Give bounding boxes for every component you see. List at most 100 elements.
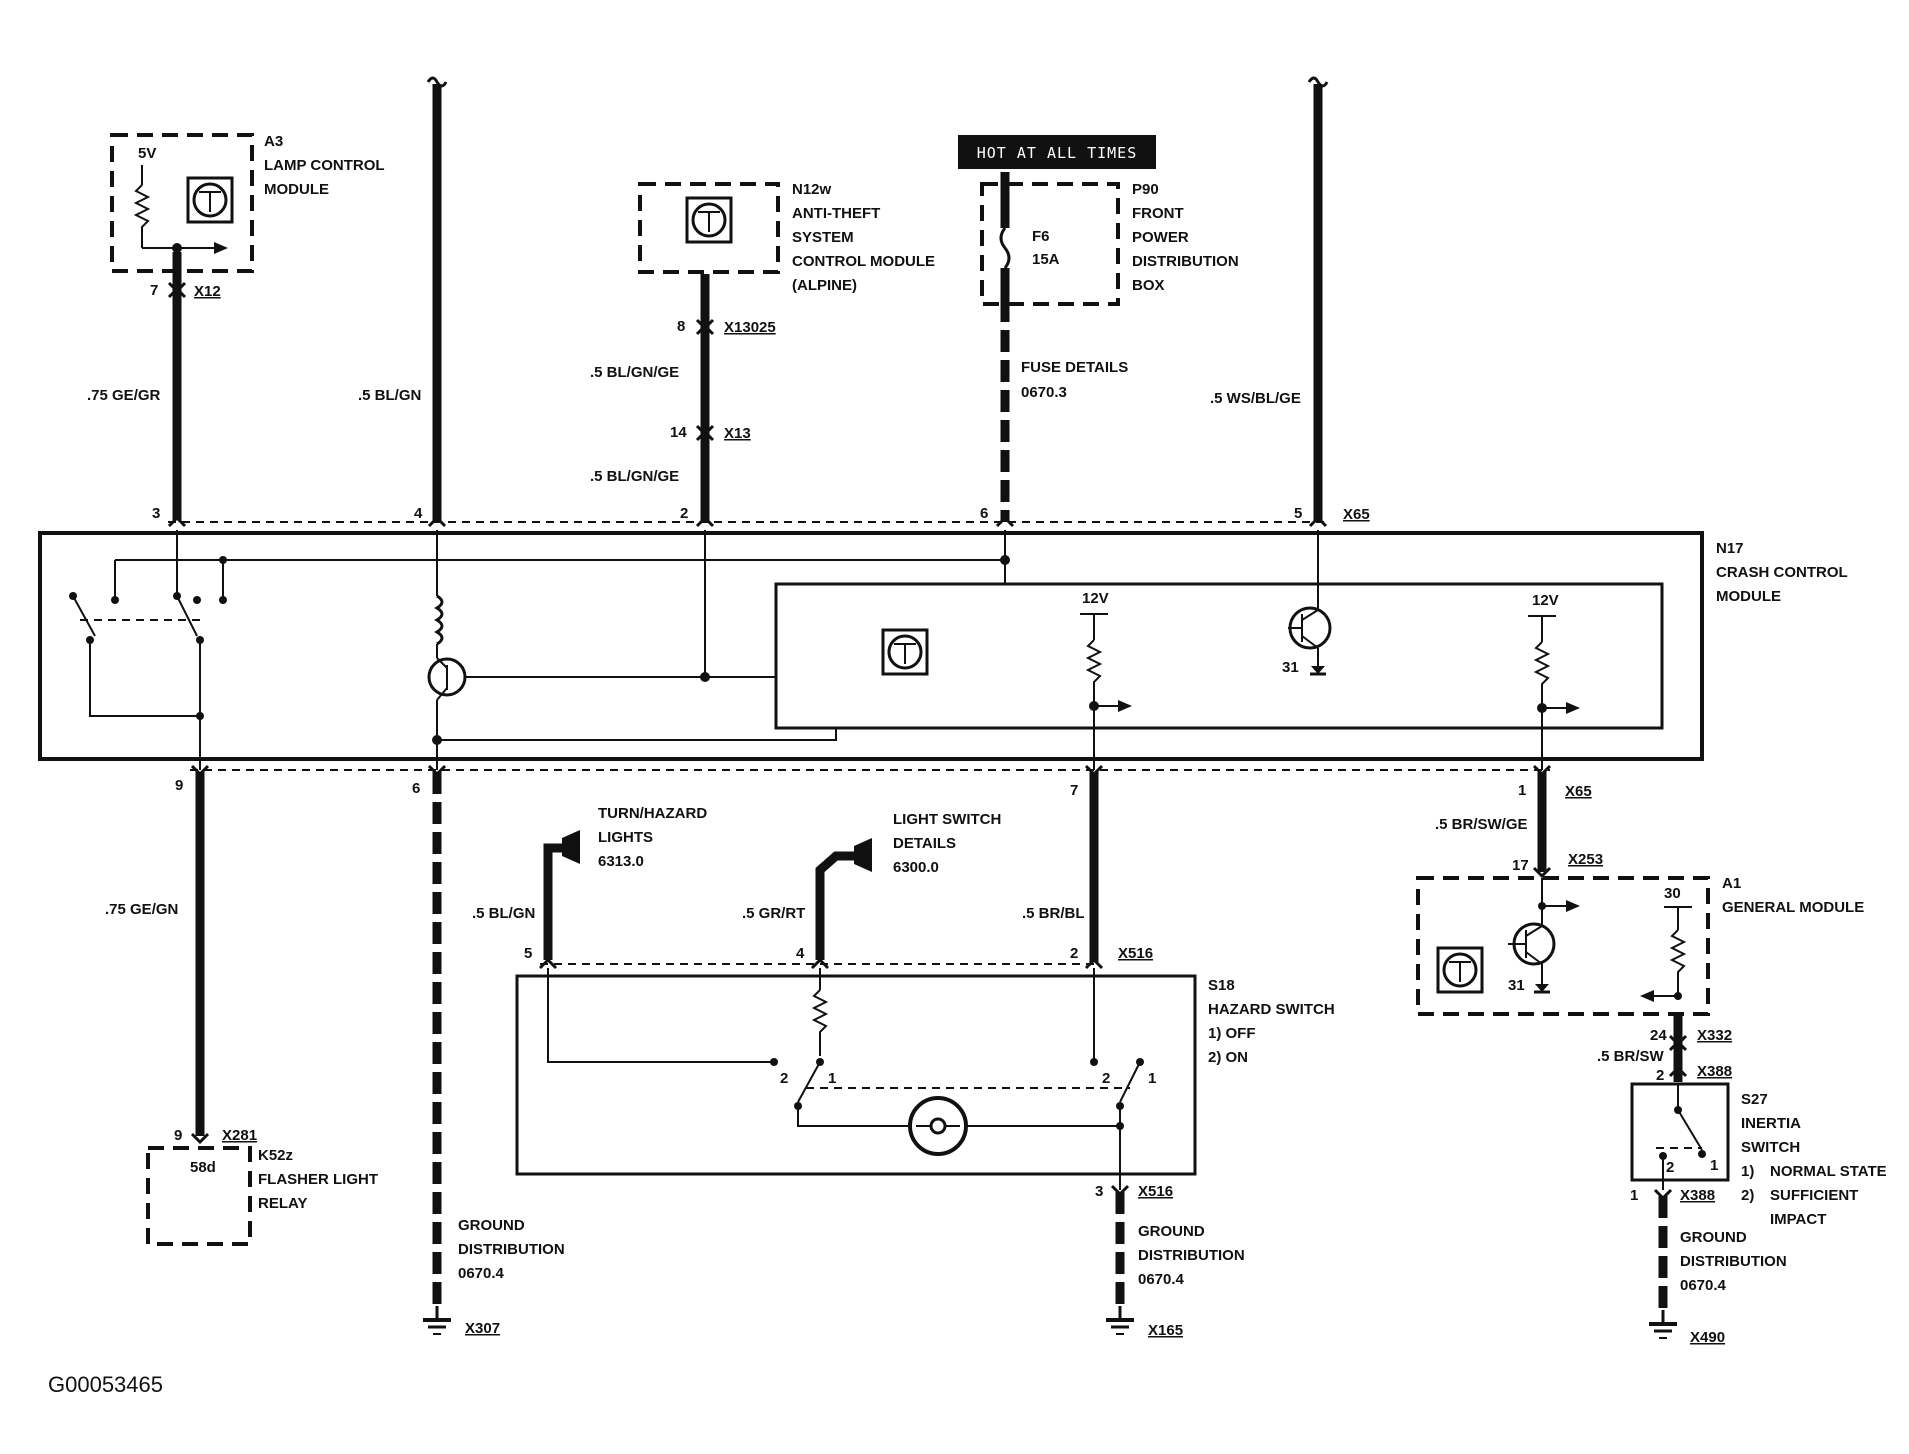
- svg-text:5: 5: [1294, 505, 1302, 522]
- wire-bl-gn-bottom: [543, 843, 566, 960]
- svg-text:2: 2: [1102, 1070, 1110, 1087]
- svg-text:DISTRIBUTION: DISTRIBUTION: [1138, 1247, 1245, 1264]
- turn-hazard-lights-arrow-icon: [562, 830, 580, 864]
- svg-text:FUSE DETAILS: FUSE DETAILS: [1021, 359, 1128, 376]
- svg-text:MODULE: MODULE: [1716, 588, 1781, 605]
- svg-text:CRASH CONTROL: CRASH CONTROL: [1716, 564, 1848, 581]
- svg-text:X332: X332: [1697, 1027, 1732, 1044]
- svg-text:1: 1: [1148, 1070, 1156, 1087]
- svg-text:X307: X307: [465, 1320, 500, 1337]
- svg-text:IMPACT: IMPACT: [1770, 1211, 1826, 1228]
- svg-text:4: 4: [796, 945, 805, 962]
- n17-crash-control-module: 12V 31 12V N17 CRASH CONTROL MODULE: [38, 530, 1848, 770]
- svg-text:.75 GE/GR: .75 GE/GR: [87, 387, 161, 404]
- hot-at-all-times-banner: HOT AT ALL TIMES: [958, 135, 1156, 169]
- k52z-flasher-light-relay: 58d K52z FLASHER LIGHT RELAY: [146, 1146, 378, 1246]
- svg-text:12V: 12V: [1532, 592, 1559, 609]
- s18-hazard-switch: 2 1 2 1 S18 HAZARD SWITCH 1) OFF 2) ON: [515, 968, 1335, 1190]
- svg-text:1: 1: [828, 1070, 836, 1087]
- svg-text:2: 2: [1666, 1159, 1674, 1176]
- svg-text:X281: X281: [222, 1127, 257, 1144]
- svg-text:CONTROL MODULE: CONTROL MODULE: [792, 253, 935, 270]
- n12w-id: N12w: [792, 181, 832, 198]
- svg-text:FRONT: FRONT: [1132, 205, 1184, 222]
- svg-text:7: 7: [150, 282, 158, 299]
- svg-text:X253: X253: [1568, 851, 1603, 868]
- svg-text:NORMAL STATE: NORMAL STATE: [1770, 1163, 1887, 1180]
- svg-text:.5 BR/SW/GE: .5 BR/SW/GE: [1435, 816, 1528, 833]
- svg-text:31: 31: [1508, 977, 1525, 994]
- svg-text:HOT AT ALL TIMES: HOT AT ALL TIMES: [977, 144, 1138, 162]
- svg-text:0670.4: 0670.4: [458, 1265, 505, 1282]
- svg-text:X65: X65: [1565, 783, 1592, 800]
- s18-switch-left: [797, 1061, 821, 1103]
- ground-x165-icon: [1106, 1306, 1134, 1335]
- svg-text:X516: X516: [1118, 945, 1153, 962]
- s18-id: S18: [1208, 977, 1235, 994]
- svg-text:3: 3: [152, 505, 160, 522]
- svg-text:X13: X13: [724, 425, 751, 442]
- a1-id: A1: [1722, 875, 1741, 892]
- svg-text:.5 BL/GN/GE: .5 BL/GN/GE: [590, 364, 679, 381]
- svg-text:1: 1: [1518, 782, 1526, 799]
- n17-module-icon: [881, 628, 929, 676]
- svg-text:17: 17: [1512, 857, 1529, 874]
- svg-text:2: 2: [680, 505, 688, 522]
- svg-text:F6: F6: [1032, 228, 1050, 245]
- svg-text:1): 1): [1741, 1163, 1754, 1180]
- svg-text:LIGHT SWITCH: LIGHT SWITCH: [893, 811, 1001, 828]
- svg-text:.5 BL/GN: .5 BL/GN: [472, 905, 535, 922]
- svg-text:LIGHTS: LIGHTS: [598, 829, 653, 846]
- svg-text:X13025: X13025: [724, 319, 776, 336]
- svg-text:SYSTEM: SYSTEM: [792, 229, 854, 246]
- svg-text:1: 1: [1630, 1187, 1638, 1204]
- svg-text:9: 9: [175, 777, 183, 794]
- svg-text:2: 2: [780, 1070, 788, 1087]
- svg-text:DISTRIBUTION: DISTRIBUTION: [1680, 1253, 1787, 1270]
- a3-voltage: 5V: [138, 145, 156, 162]
- svg-text:31: 31: [1282, 659, 1299, 676]
- svg-text:5: 5: [524, 945, 532, 962]
- svg-text:.5 BR/SW: .5 BR/SW: [1597, 1048, 1665, 1065]
- p90-front-power-distribution-box: F6 15A P90 FRONT POWER DISTRIBUTION BOX: [980, 172, 1239, 306]
- svg-text:(ALPINE): (ALPINE): [792, 277, 857, 294]
- svg-text:ANTI-THEFT: ANTI-THEFT: [792, 205, 880, 222]
- svg-text:2: 2: [1656, 1067, 1664, 1084]
- a1-module-icon: [1436, 946, 1484, 994]
- svg-text:X12: X12: [194, 283, 221, 300]
- svg-text:.5 GR/RT: .5 GR/RT: [742, 905, 805, 922]
- svg-text:X165: X165: [1148, 1322, 1183, 1339]
- svg-text:X490: X490: [1690, 1329, 1725, 1346]
- svg-text:4: 4: [414, 505, 423, 522]
- svg-text:SUFFICIENT: SUFFICIENT: [1770, 1187, 1858, 1204]
- svg-text:X388: X388: [1697, 1063, 1732, 1080]
- svg-text:3: 3: [1095, 1183, 1103, 1200]
- svg-text:GENERAL MODULE: GENERAL MODULE: [1722, 899, 1864, 916]
- svg-text:2) ON: 2) ON: [1208, 1049, 1248, 1066]
- svg-text:POWER: POWER: [1132, 229, 1189, 246]
- s27-id: S27: [1741, 1091, 1768, 1108]
- svg-text:1) OFF: 1) OFF: [1208, 1025, 1256, 1042]
- wire-gr-rt: [815, 851, 858, 960]
- fuse-f6-icon: [999, 227, 1011, 269]
- svg-text:6: 6: [980, 505, 988, 522]
- s27-inertia-switch: 2 1 S27 INERTIA SWITCH 1) NORMAL STATE 2…: [1630, 1082, 1887, 1228]
- svg-text:INERTIA: INERTIA: [1741, 1115, 1801, 1132]
- a3-module-icon: [186, 176, 234, 224]
- n17-bottom-connector: [190, 764, 1552, 777]
- svg-text:SWITCH: SWITCH: [1741, 1139, 1800, 1156]
- svg-text:14: 14: [670, 424, 687, 441]
- n17-top-connector: [167, 515, 1330, 528]
- svg-text:DISTRIBUTION: DISTRIBUTION: [1132, 253, 1239, 270]
- svg-text:HAZARD SWITCH: HAZARD SWITCH: [1208, 1001, 1335, 1018]
- svg-text:BOX: BOX: [1132, 277, 1165, 294]
- n12w-anti-theft-module: N12w ANTI-THEFT SYSTEM CONTROL MODULE (A…: [638, 181, 935, 294]
- n17-switch-2: [176, 595, 198, 637]
- svg-text:X516: X516: [1138, 1183, 1173, 1200]
- svg-text:MODULE: MODULE: [264, 181, 329, 198]
- diagram-id: G00053465: [48, 1372, 163, 1397]
- svg-text:6300.0: 6300.0: [893, 859, 939, 876]
- n12w-module-icon: [685, 196, 733, 244]
- svg-text:2: 2: [1070, 945, 1078, 962]
- n17-id: N17: [1716, 540, 1744, 557]
